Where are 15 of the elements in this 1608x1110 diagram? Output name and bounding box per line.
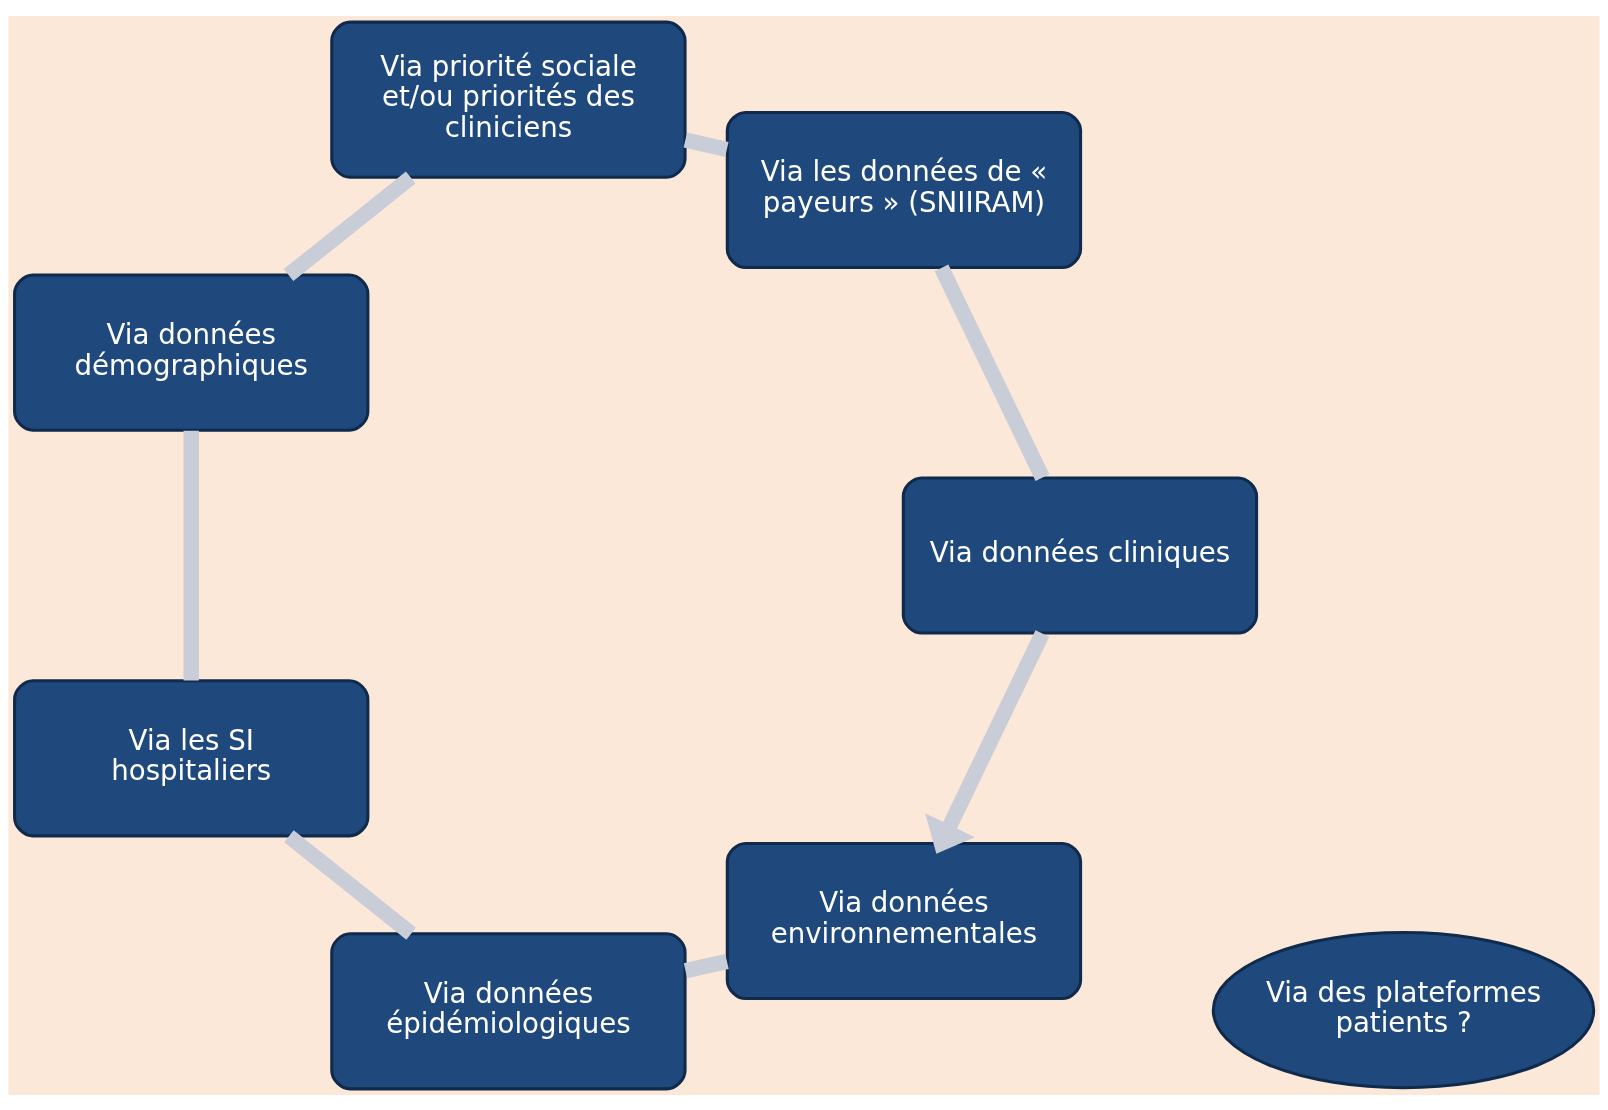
connector [183, 430, 199, 681]
node-box: Via priorité sociale et/ou priorités des cliniciens [330, 20, 687, 179]
node-ellipse: Via des plateformes patients ? [1211, 930, 1596, 1089]
node-box: Via données démographiques [13, 273, 370, 432]
node-box: Via données épidémiologiques [330, 931, 687, 1090]
connector [284, 829, 416, 940]
node-box: Via données environnementales [725, 841, 1083, 1000]
connector [934, 264, 1050, 481]
node-box: Via les SI hospitaliers [13, 678, 370, 837]
node-box: Via données cliniques [901, 475, 1259, 635]
connector [283, 171, 416, 281]
node-box: Via les données de « payeurs » (SNIIRAM) [725, 110, 1083, 269]
connector [683, 132, 729, 157]
connector [683, 953, 729, 978]
arrow [925, 629, 1050, 854]
